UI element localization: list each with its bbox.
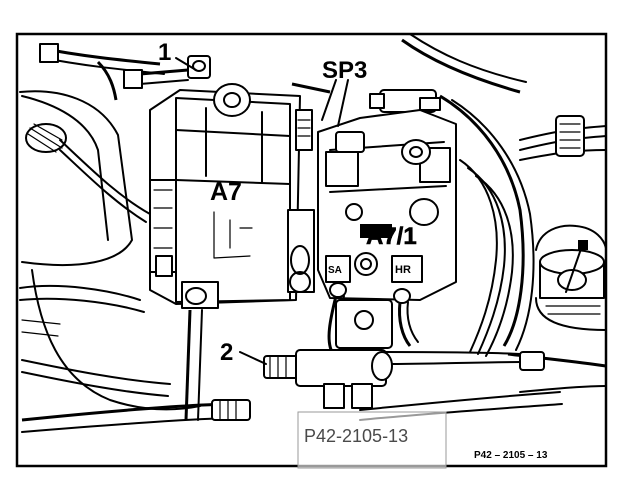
a71-unit — [317, 109, 457, 353]
figure-id-overlay-box — [297, 411, 447, 469]
a7-unit — [123, 55, 331, 421]
leader-lines — [175, 57, 349, 365]
pressure-switch — [211, 349, 545, 421]
figure-id-overlay: P42-2105-13 — [304, 426, 408, 446]
top-fittings — [39, 43, 585, 157]
port-sa-label: SA — [328, 265, 342, 276]
callout-1-label: 1 — [158, 39, 171, 66]
sp3-label: SP3 — [322, 57, 367, 84]
figure-id-corner: P42 – 2105 – 13 — [474, 450, 548, 461]
port-hr-label: HR — [395, 264, 411, 276]
reservoir-right — [535, 224, 607, 331]
reservoir-left — [19, 90, 145, 337]
a71-label: A7/1 — [366, 223, 417, 250]
callout-2-label: 2 — [220, 339, 233, 366]
a7-label: A7 — [210, 178, 242, 206]
